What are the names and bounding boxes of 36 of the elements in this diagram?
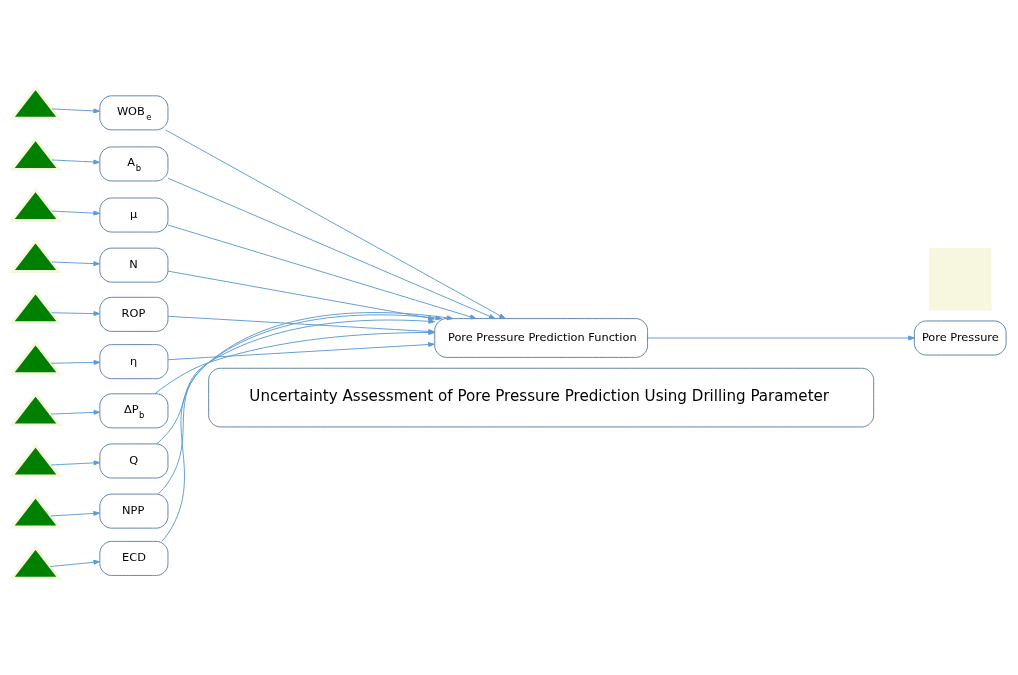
arrow	[51, 159, 100, 164]
node-triangle	[9, 391, 63, 426]
node-box: η	[99, 343, 169, 379]
node-triangle	[9, 493, 63, 528]
node-box: A$_{b}$	[99, 145, 169, 181]
arrow	[647, 335, 915, 340]
arrow	[161, 311, 454, 542]
arrow	[51, 310, 101, 316]
arrow	[50, 359, 101, 365]
node-box: N	[99, 247, 169, 283]
node-box: ΔP$_{b}$	[99, 392, 169, 428]
arrow	[50, 459, 101, 465]
arrow	[51, 107, 100, 113]
node-box: NPP	[99, 493, 169, 529]
node-box: ROP	[99, 296, 169, 332]
node-triangle	[9, 187, 63, 222]
node-box: Q	[99, 442, 169, 478]
node-box	[929, 247, 992, 311]
node-triangle	[9, 544, 63, 579]
node-box: Uncertainty Assessment of Pore Pressure Prediction Using Drilling Parameter	[208, 367, 875, 427]
arrow	[49, 559, 101, 567]
arrow	[50, 510, 100, 516]
arrow	[167, 341, 435, 360]
arrow	[51, 210, 100, 216]
node-box: WOB$_{e}$	[99, 94, 169, 130]
arrow	[50, 409, 101, 415]
node-box: Pore Pressure	[913, 320, 1007, 355]
arrow	[51, 260, 100, 266]
node-triangle	[9, 442, 63, 477]
node-triangle	[9, 136, 63, 171]
node-box: ECD	[99, 540, 169, 576]
node-triangle	[9, 340, 63, 375]
node-triangle	[9, 238, 63, 273]
node-box: μ	[99, 197, 169, 233]
node-triangle	[9, 289, 63, 324]
node-triangle	[9, 84, 63, 120]
